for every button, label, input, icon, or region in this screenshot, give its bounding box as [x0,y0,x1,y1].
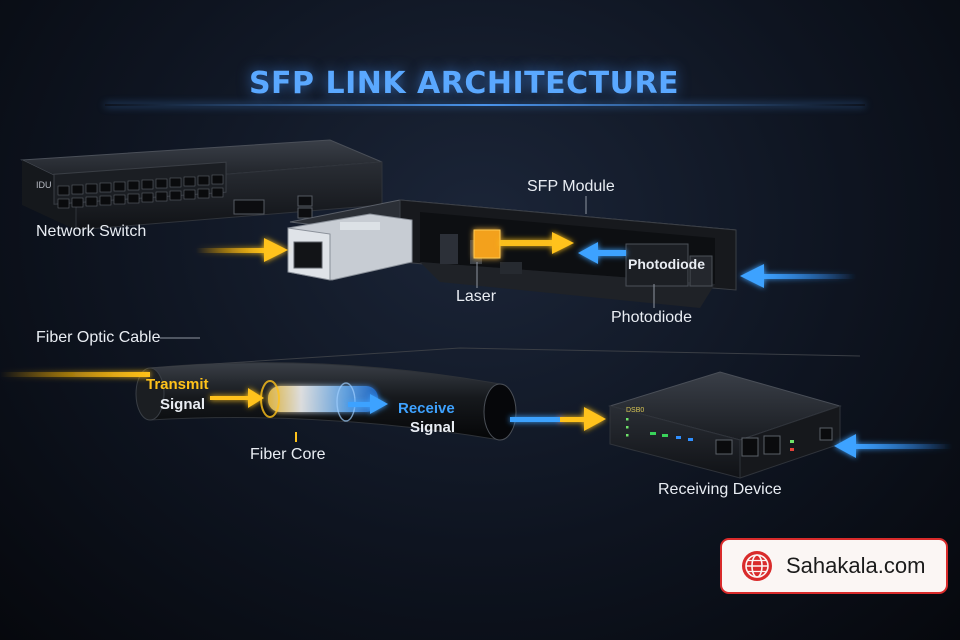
incoming-receive-arrow-device [834,434,952,458]
switch-ports [57,174,224,209]
label-transmit-signal: Signal [160,396,206,413]
output-arrow-device [510,407,606,431]
watermark-text: Sahakala.com [786,553,926,578]
label-receive-signal: Signal [410,419,456,436]
transmit-arrow-cable [0,372,264,408]
title-underline [105,104,865,106]
sfp-lc-port [293,241,323,269]
network-switch: IDU [20,139,383,231]
label-fiber-optic-cable: Fiber Optic Cable [36,329,161,346]
device-brand: DSB0 [626,407,644,414]
receiving-device: DSB0 [608,371,842,479]
incoming-receive-arrow-sfp [740,264,856,288]
photodiode-receive-arrow [578,242,626,264]
watermark-badge[interactable]: Sahakala.com [720,538,948,594]
laser-beam-arrow [500,232,574,254]
transmit-arrow-switch [196,238,288,262]
label-transmit: Transmit [146,376,209,393]
photodiode-component [625,243,689,287]
receive-arrow-core [348,394,388,414]
label-fiber-core: Fiber Core [250,446,326,463]
fiber-core [268,386,378,412]
sfp-module [287,199,737,308]
leader-lines [160,196,655,339]
label-receive: Receive [398,400,455,417]
label-photodiode-outer: Photodiode [611,309,692,326]
label-photodiode-inner: Photodiode [628,256,705,272]
switch-sfp-slot [233,199,265,215]
diagram-title: SFP LINK ARCHITECTURE [248,66,680,101]
label-laser: Laser [456,288,497,305]
label-sfp-module: SFP Module [527,178,615,195]
label-receiving-device: Receiving Device [658,481,782,498]
switch-brand: IDU [36,180,52,190]
globe-icon [742,551,772,581]
label-network-switch: Network Switch [36,223,147,240]
laser-component [473,229,501,259]
